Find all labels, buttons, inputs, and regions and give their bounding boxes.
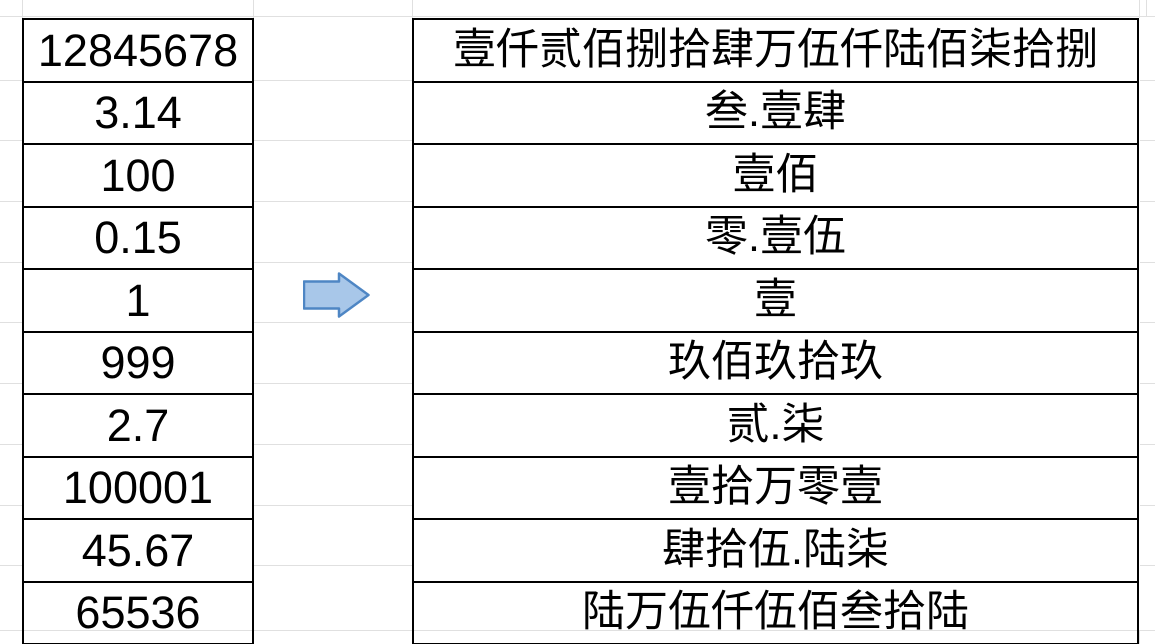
gridline [254,201,412,202]
table-row: 陆万伍仟伍佰叁拾陆 [412,580,1139,644]
right-arrow-icon[interactable] [303,272,370,318]
gridline [254,322,412,323]
numbers-table: 12845678 3.14 100 0.15 1 [22,18,254,644]
gridline [254,565,412,566]
cell-chinese[interactable]: 壹佰 [412,143,1139,208]
gridline [0,140,22,141]
cell-chinese[interactable]: 壹拾万零壹 [412,455,1139,520]
table-row: 0.15 [22,205,254,270]
gridline [1140,262,1155,263]
table-row: 12845678 [22,18,254,83]
gridline [254,140,412,141]
numbers-table-body: 12845678 3.14 100 0.15 1 [22,18,254,644]
cell-number[interactable]: 999 [22,330,254,395]
table-row: 65536 [22,580,254,644]
cell-chinese[interactable]: 贰.柒 [412,393,1139,458]
table-row: 100001 [22,455,254,520]
gridline [0,322,22,323]
gridline [0,444,22,445]
cell-chinese[interactable]: 玖佰玖拾玖 [412,330,1139,395]
gridline [0,565,22,566]
cell-chinese[interactable]: 壹 [412,268,1139,333]
gridline [1140,201,1155,202]
gridline [1140,140,1155,141]
chinese-table: 壹仟贰佰捌拾肆万伍仟陆佰柒拾捌 叁.壹肆 壹佰 零.壹伍 壹 [412,18,1139,644]
chinese-table-body: 壹仟贰佰捌拾肆万伍仟陆佰柒拾捌 叁.壹肆 壹佰 零.壹伍 壹 [412,18,1139,644]
gridline [1140,444,1155,445]
table-row: 玖佰玖拾玖 [412,330,1139,395]
gridline [1146,0,1147,16]
cell-chinese[interactable]: 陆万伍仟伍佰叁拾陆 [412,580,1139,644]
gridline [412,0,413,18]
gridline [0,80,22,81]
table-row: 贰.柒 [412,393,1139,458]
cell-number[interactable]: 3.14 [22,80,254,145]
gridline [1139,630,1140,644]
cell-number[interactable]: 0.15 [22,205,254,270]
table-row: 零.壹伍 [412,205,1139,270]
cell-number[interactable]: 65536 [22,580,254,644]
table-row: 壹佰 [412,143,1139,208]
cell-number[interactable]: 100 [22,143,254,208]
gridline [0,262,22,263]
gridline [0,383,22,384]
gridline [254,80,412,81]
gridline [0,201,22,202]
cell-chinese[interactable]: 叁.壹肆 [412,80,1139,145]
gridline [254,383,412,384]
gridline [1140,80,1155,81]
gridline [22,0,23,18]
table-row: 壹 [412,268,1139,333]
table-row: 3.14 [22,80,254,145]
table-row: 999 [22,330,254,395]
gridline [1140,565,1155,566]
gridline [254,262,412,263]
table-row: 叁.壹肆 [412,80,1139,145]
table-row: 1 [22,268,254,333]
gridline [253,0,254,18]
cell-number[interactable]: 12845678 [22,18,254,83]
cell-chinese[interactable]: 零.壹伍 [412,205,1139,270]
gridline [0,16,1155,17]
cell-number[interactable]: 100001 [22,455,254,520]
cell-number[interactable]: 2.7 [22,393,254,458]
table-row: 壹拾万零壹 [412,455,1139,520]
table-row: 2.7 [22,393,254,458]
right-arrow-path[interactable] [303,272,370,318]
gridline [1140,505,1155,506]
gridline [1140,383,1155,384]
cell-chinese[interactable]: 壹仟贰佰捌拾肆万伍仟陆佰柒拾捌 [412,18,1139,83]
table-row: 壹仟贰佰捌拾肆万伍仟陆佰柒拾捌 [412,18,1139,83]
gridline [254,505,412,506]
table-row: 45.67 [22,518,254,583]
gridline [254,444,412,445]
cell-number[interactable]: 1 [22,268,254,333]
table-row: 肆拾伍.陆柒 [412,518,1139,583]
gridline [1140,322,1155,323]
gridline [1139,0,1140,18]
gridline [0,505,22,506]
cell-number[interactable]: 45.67 [22,518,254,583]
gridline [253,630,254,644]
cell-chinese[interactable]: 肆拾伍.陆柒 [412,518,1139,583]
table-row: 100 [22,143,254,208]
